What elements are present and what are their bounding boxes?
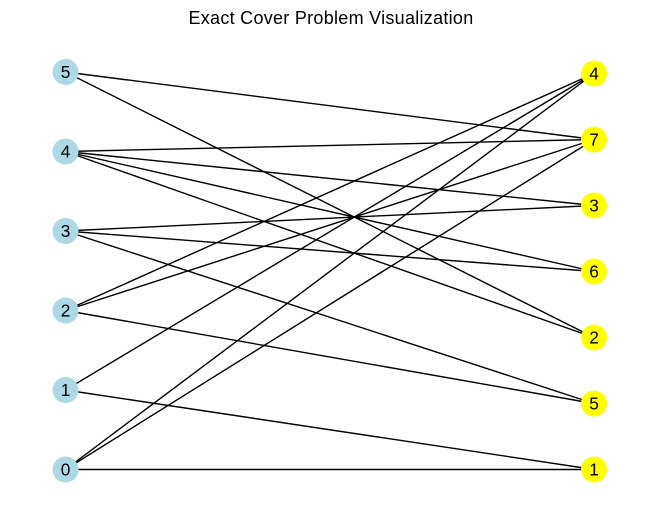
svg-text:7: 7 xyxy=(589,130,599,150)
svg-text:2: 2 xyxy=(61,301,71,321)
svg-text:0: 0 xyxy=(61,460,71,480)
svg-text:6: 6 xyxy=(589,262,599,282)
svg-text:3: 3 xyxy=(61,221,71,241)
svg-text:4: 4 xyxy=(589,64,599,84)
svg-text:5: 5 xyxy=(589,394,599,414)
svg-text:1: 1 xyxy=(61,380,71,400)
svg-text:2: 2 xyxy=(589,328,599,348)
svg-text:4: 4 xyxy=(61,142,71,162)
svg-text:5: 5 xyxy=(61,62,71,82)
svg-text:3: 3 xyxy=(589,196,599,216)
svg-text:1: 1 xyxy=(589,460,599,480)
